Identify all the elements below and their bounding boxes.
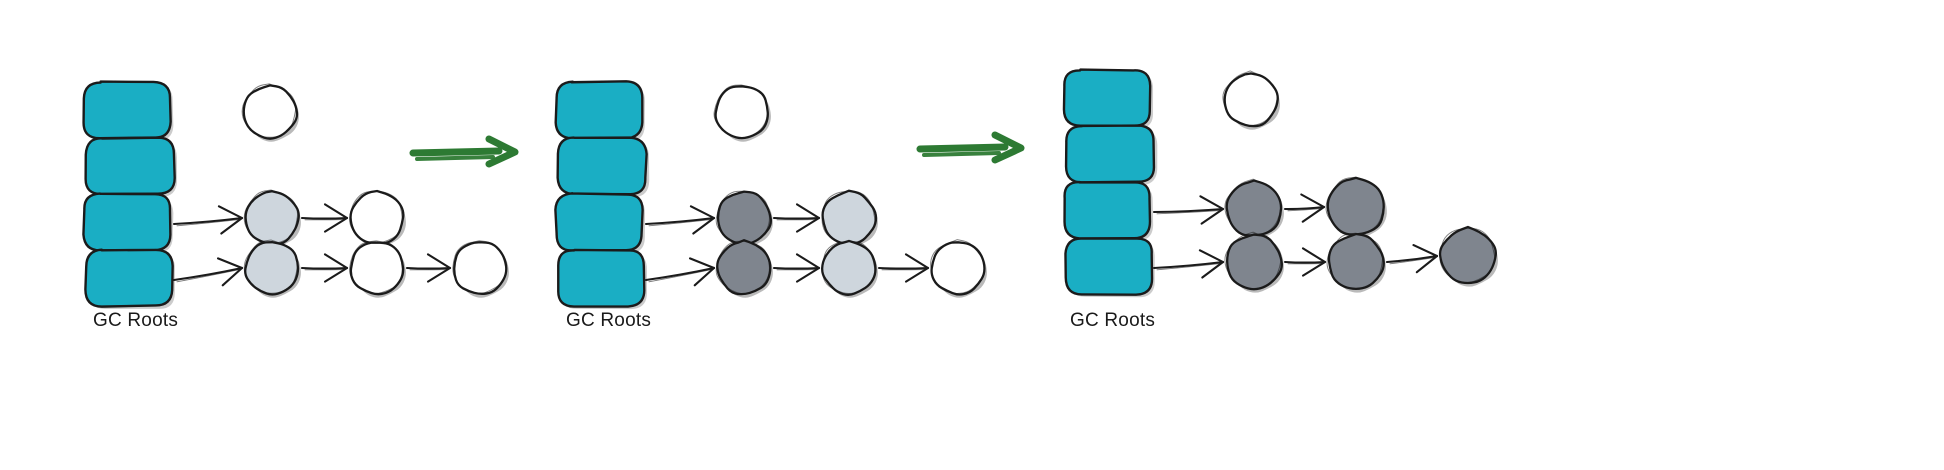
stage-3-label: GC Roots bbox=[1070, 310, 1155, 332]
stage-2-chain-row-1-edge-0 bbox=[774, 204, 819, 231]
stage-3 bbox=[1064, 70, 1498, 298]
stage-1-chain-row-2-edge-root-shaft-echo bbox=[177, 269, 240, 281]
stage-1-label: GC Roots bbox=[93, 310, 178, 332]
stage-2-chain-row-2-edge-1 bbox=[879, 254, 928, 281]
stage-1-chain-row-2-edge-0-shaft bbox=[302, 268, 347, 269]
stage-2-chain-row-2-edge-1-barb-lower bbox=[906, 254, 928, 268]
stage-2-chain-row-1-edge-root-barb-lower bbox=[691, 206, 714, 218]
stage-1-root-2[interactable] bbox=[83, 194, 170, 251]
stage-3-chain-row-2-edge-0-shaft bbox=[1285, 262, 1325, 263]
stage-1-chain-row-2-edge-1-barb-lower bbox=[428, 254, 450, 268]
stage-transition-arrow-1-shaft bbox=[413, 151, 499, 153]
stage-2-chain-row-1-edge-root bbox=[646, 206, 714, 233]
stage-1-root-0[interactable] bbox=[84, 82, 171, 139]
stage-3-chain-row-2-edge-0 bbox=[1285, 248, 1325, 275]
stage-2-chain-row-2-edge-root-barb-lower bbox=[690, 258, 714, 268]
stage-3-chain-row-2-edge-1-barb-lower bbox=[1414, 245, 1438, 256]
stage-1-chain-row-1-edge-0-barb-lower bbox=[325, 204, 347, 218]
stage-3-chain-row-1-edge-root bbox=[1154, 196, 1223, 223]
stage-1-chain-row-2-edge-root-barb-lower bbox=[218, 258, 242, 268]
stage-2-chain-row-1-edge-0-shaft bbox=[774, 218, 819, 219]
stage-1-chain-row-1-edge-root-barb-lower bbox=[219, 206, 242, 218]
stage-transition-arrow-2-shaft bbox=[920, 147, 1005, 149]
stage-3-chain-row-2-edge-root-barb-lower bbox=[1200, 250, 1223, 262]
stage-transition-arrow-1 bbox=[413, 139, 515, 164]
stage-2 bbox=[555, 81, 987, 309]
stage-2-chain-row-2-edge-root bbox=[646, 258, 714, 285]
stage-2-chain-row-2-edge-root-shaft-echo bbox=[649, 269, 712, 281]
stage-1-root-3[interactable] bbox=[85, 250, 172, 307]
stage-1-chain-row-1-edge-0-shaft bbox=[302, 218, 347, 219]
gc-roots-stack[interactable] bbox=[83, 82, 174, 307]
stage-3-chain-row-2-edge-1 bbox=[1387, 245, 1437, 272]
stage-3-chain-row-1-edge-root-barb-lower bbox=[1200, 196, 1223, 209]
stage-3-root-2[interactable] bbox=[1065, 182, 1150, 238]
stage-transition-arrow-2 bbox=[920, 135, 1021, 160]
stage-2-root-3[interactable] bbox=[558, 250, 644, 307]
stage-2-chain-row-2-edge-0-shaft bbox=[774, 268, 819, 269]
stage-3-root-0[interactable] bbox=[1064, 70, 1150, 126]
stage-1-chain-row-1-node-1[interactable] bbox=[351, 191, 404, 243]
stage-2-chain-row-2-edge-1-shaft bbox=[879, 268, 928, 269]
stage-2-label: GC Roots bbox=[566, 310, 651, 332]
stage-3-chain-row-2-edge-root bbox=[1154, 250, 1223, 277]
stage-transition-arrow-2-shaft-echo bbox=[924, 153, 999, 155]
gc-roots-stack[interactable] bbox=[555, 81, 646, 306]
stage-1 bbox=[83, 82, 509, 309]
stage-1-chain-row-2-edge-1-shaft bbox=[407, 268, 450, 269]
stage-2-chain-row-2-edge-0 bbox=[774, 254, 819, 281]
stage-3-root-1[interactable] bbox=[1066, 126, 1154, 183]
stage-1-chain-row-2-edge-0-barb-lower bbox=[325, 254, 347, 268]
stage-2-chain-row-1-edge-0-barb-lower bbox=[797, 204, 819, 218]
stage-2-root-0[interactable] bbox=[556, 81, 643, 138]
stage-3-chain-row-2-edge-0-barb-lower bbox=[1303, 248, 1325, 262]
stage-1-chain-row-2-edge-1 bbox=[407, 254, 450, 281]
stage-transition-arrow-1-shaft-echo bbox=[417, 157, 493, 159]
stage-1-chain-row-2-edge-root bbox=[174, 258, 242, 285]
stage-3-chain-row-1-edge-0-barb-lower bbox=[1301, 195, 1324, 208]
stage-2-root-2[interactable] bbox=[555, 193, 642, 250]
stage-1-chain-row-1-edge-root bbox=[174, 206, 242, 233]
stage-1-chain-row-2-edge-0 bbox=[302, 254, 347, 281]
stage-2-chain-row-2-edge-0-barb-lower bbox=[797, 254, 819, 268]
stage-1-chain-row-1-edge-0 bbox=[302, 204, 347, 231]
stage-3-root-3[interactable] bbox=[1065, 239, 1152, 295]
stage-3-chain-row-1-edge-0 bbox=[1285, 195, 1324, 222]
gc-roots-stack[interactable] bbox=[1064, 70, 1154, 295]
stage-2-root-1[interactable] bbox=[558, 138, 647, 195]
stage-1-chain-row-2-node-2[interactable] bbox=[454, 242, 506, 294]
stage-1-root-1[interactable] bbox=[86, 138, 175, 194]
